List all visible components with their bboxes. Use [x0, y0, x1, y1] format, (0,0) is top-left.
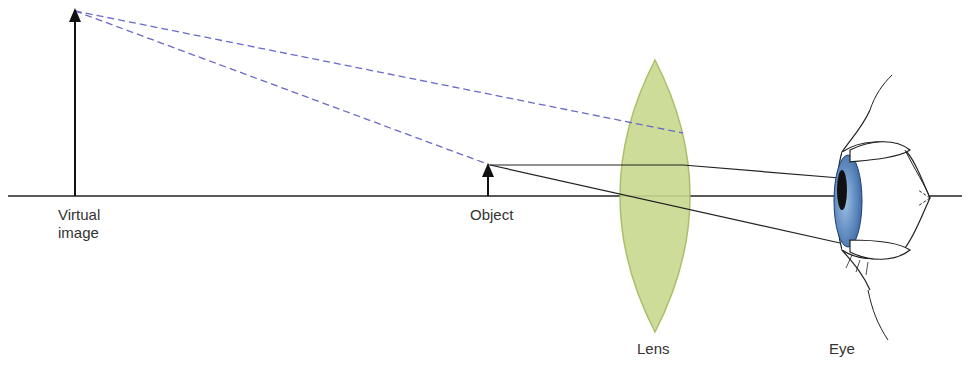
object-arrow [487, 175, 489, 196]
virtual-ray [75, 11, 683, 133]
image-arrow [74, 20, 76, 196]
image-arrowhead [69, 8, 81, 22]
object-label: Object [470, 206, 550, 224]
lens-label: Lens [637, 340, 697, 358]
virtual-ray [75, 11, 490, 165]
light-ray [490, 165, 840, 243]
optical-axis [8, 195, 962, 197]
eye-illustration [834, 75, 930, 340]
object-arrowhead [482, 163, 494, 177]
eye-label: Eye [829, 340, 889, 358]
image-label: Virtual image [58, 206, 122, 242]
light-ray [490, 165, 840, 178]
